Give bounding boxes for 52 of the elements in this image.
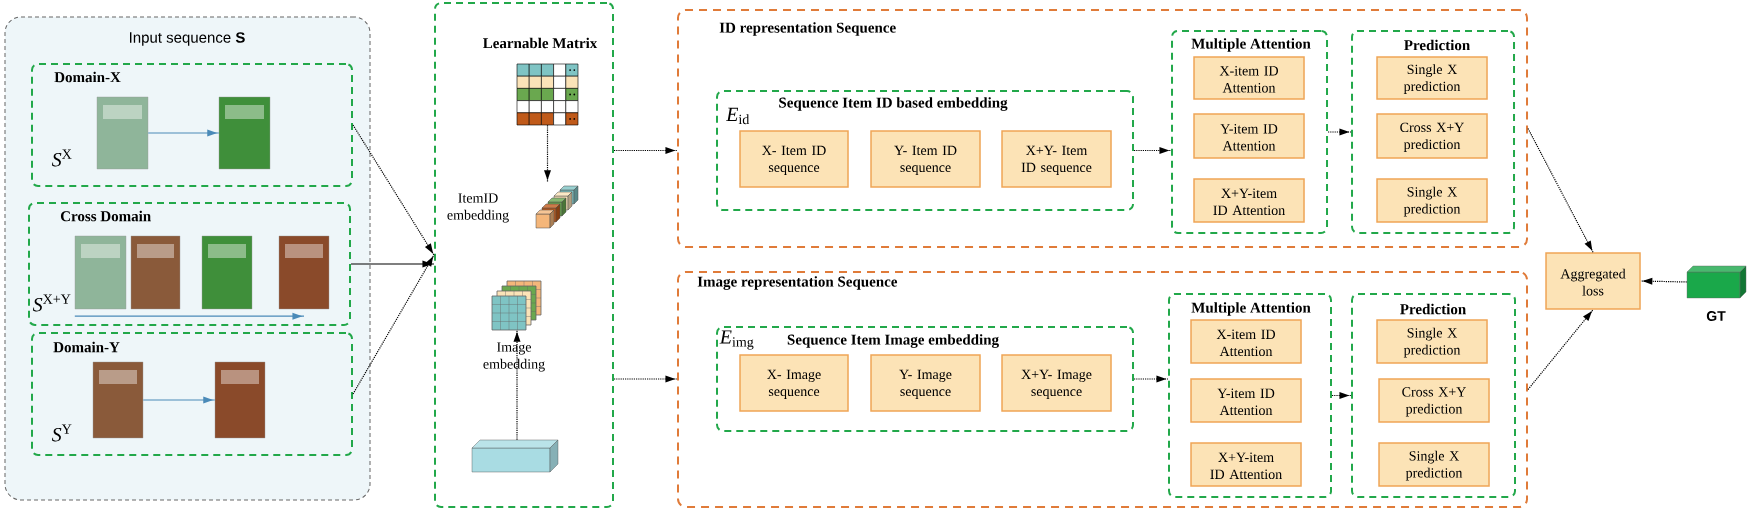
book-cover-picture	[218, 96, 271, 170]
slab-drawing	[471, 439, 559, 473]
arrow	[1527, 127, 1594, 253]
process-box: Y-item ID Attention	[1193, 113, 1305, 159]
process-box: X+Y- Image sequence	[1001, 354, 1112, 412]
book-cover-picture	[74, 235, 127, 310]
book-cover-picture	[130, 235, 181, 310]
sequence-symbol: S$^{X}$	[51, 149, 72, 167]
ground-truth-block: GT	[1686, 265, 1747, 321]
book-cover-picture	[201, 235, 253, 310]
arrow	[613, 375, 678, 383]
arrow	[1327, 128, 1352, 136]
sequence-symbol: S$^{Y}$	[51, 424, 72, 442]
arrow	[513, 329, 521, 441]
book-cover-picture	[278, 235, 330, 310]
process-box: Cross X+Y prediction	[1376, 113, 1488, 159]
arrow	[613, 147, 678, 154]
sequence-symbol: S$^{X+Y}$	[32, 294, 71, 312]
process-box: X-item ID Attention	[1193, 56, 1305, 100]
book-cover-picture	[92, 361, 144, 439]
process-box: Y- Image sequence	[870, 354, 981, 412]
book-cover-picture	[96, 96, 149, 170]
node-label: GT	[1706, 311, 1726, 321]
process-box: Y-item ID Attention	[1190, 378, 1302, 423]
arrow	[1331, 392, 1352, 399]
arrow	[350, 260, 435, 268]
process-box: Single X prediction	[1376, 56, 1488, 100]
arrow	[1527, 309, 1594, 391]
arrow	[74, 312, 305, 320]
arrow	[544, 124, 551, 183]
process-box: X+Y-item ID Attention	[1190, 442, 1302, 487]
book-cover-picture	[214, 361, 266, 439]
process-box: Y- Item ID sequence	[870, 130, 981, 188]
process-box: X+Y- Item ID sequence	[1001, 130, 1112, 188]
process-box: X-item ID Attention	[1190, 319, 1302, 364]
process-box: Single X prediction	[1376, 319, 1488, 364]
matrix-title: Learnable Matrix	[483, 37, 598, 49]
process-box: X- Image sequence	[739, 354, 849, 412]
dashed-panel	[434, 2, 614, 508]
embedding-caption: ItemID embedding	[447, 193, 509, 223]
process-box: X+Y-item ID Attention	[1193, 178, 1305, 223]
arrow	[1133, 375, 1169, 383]
process-box: X- Item ID sequence	[739, 130, 849, 188]
arrow	[142, 396, 216, 404]
embedding-caption: Image embedding	[483, 342, 545, 372]
arrow	[147, 129, 220, 137]
process-box: Single X prediction	[1378, 442, 1490, 487]
process-box: Aggregated loss	[1545, 252, 1641, 310]
process-box: Cross X+Y prediction	[1378, 378, 1490, 423]
process-box: Single X prediction	[1376, 178, 1488, 223]
arrow	[1640, 277, 1688, 285]
arrow	[1133, 147, 1172, 154]
